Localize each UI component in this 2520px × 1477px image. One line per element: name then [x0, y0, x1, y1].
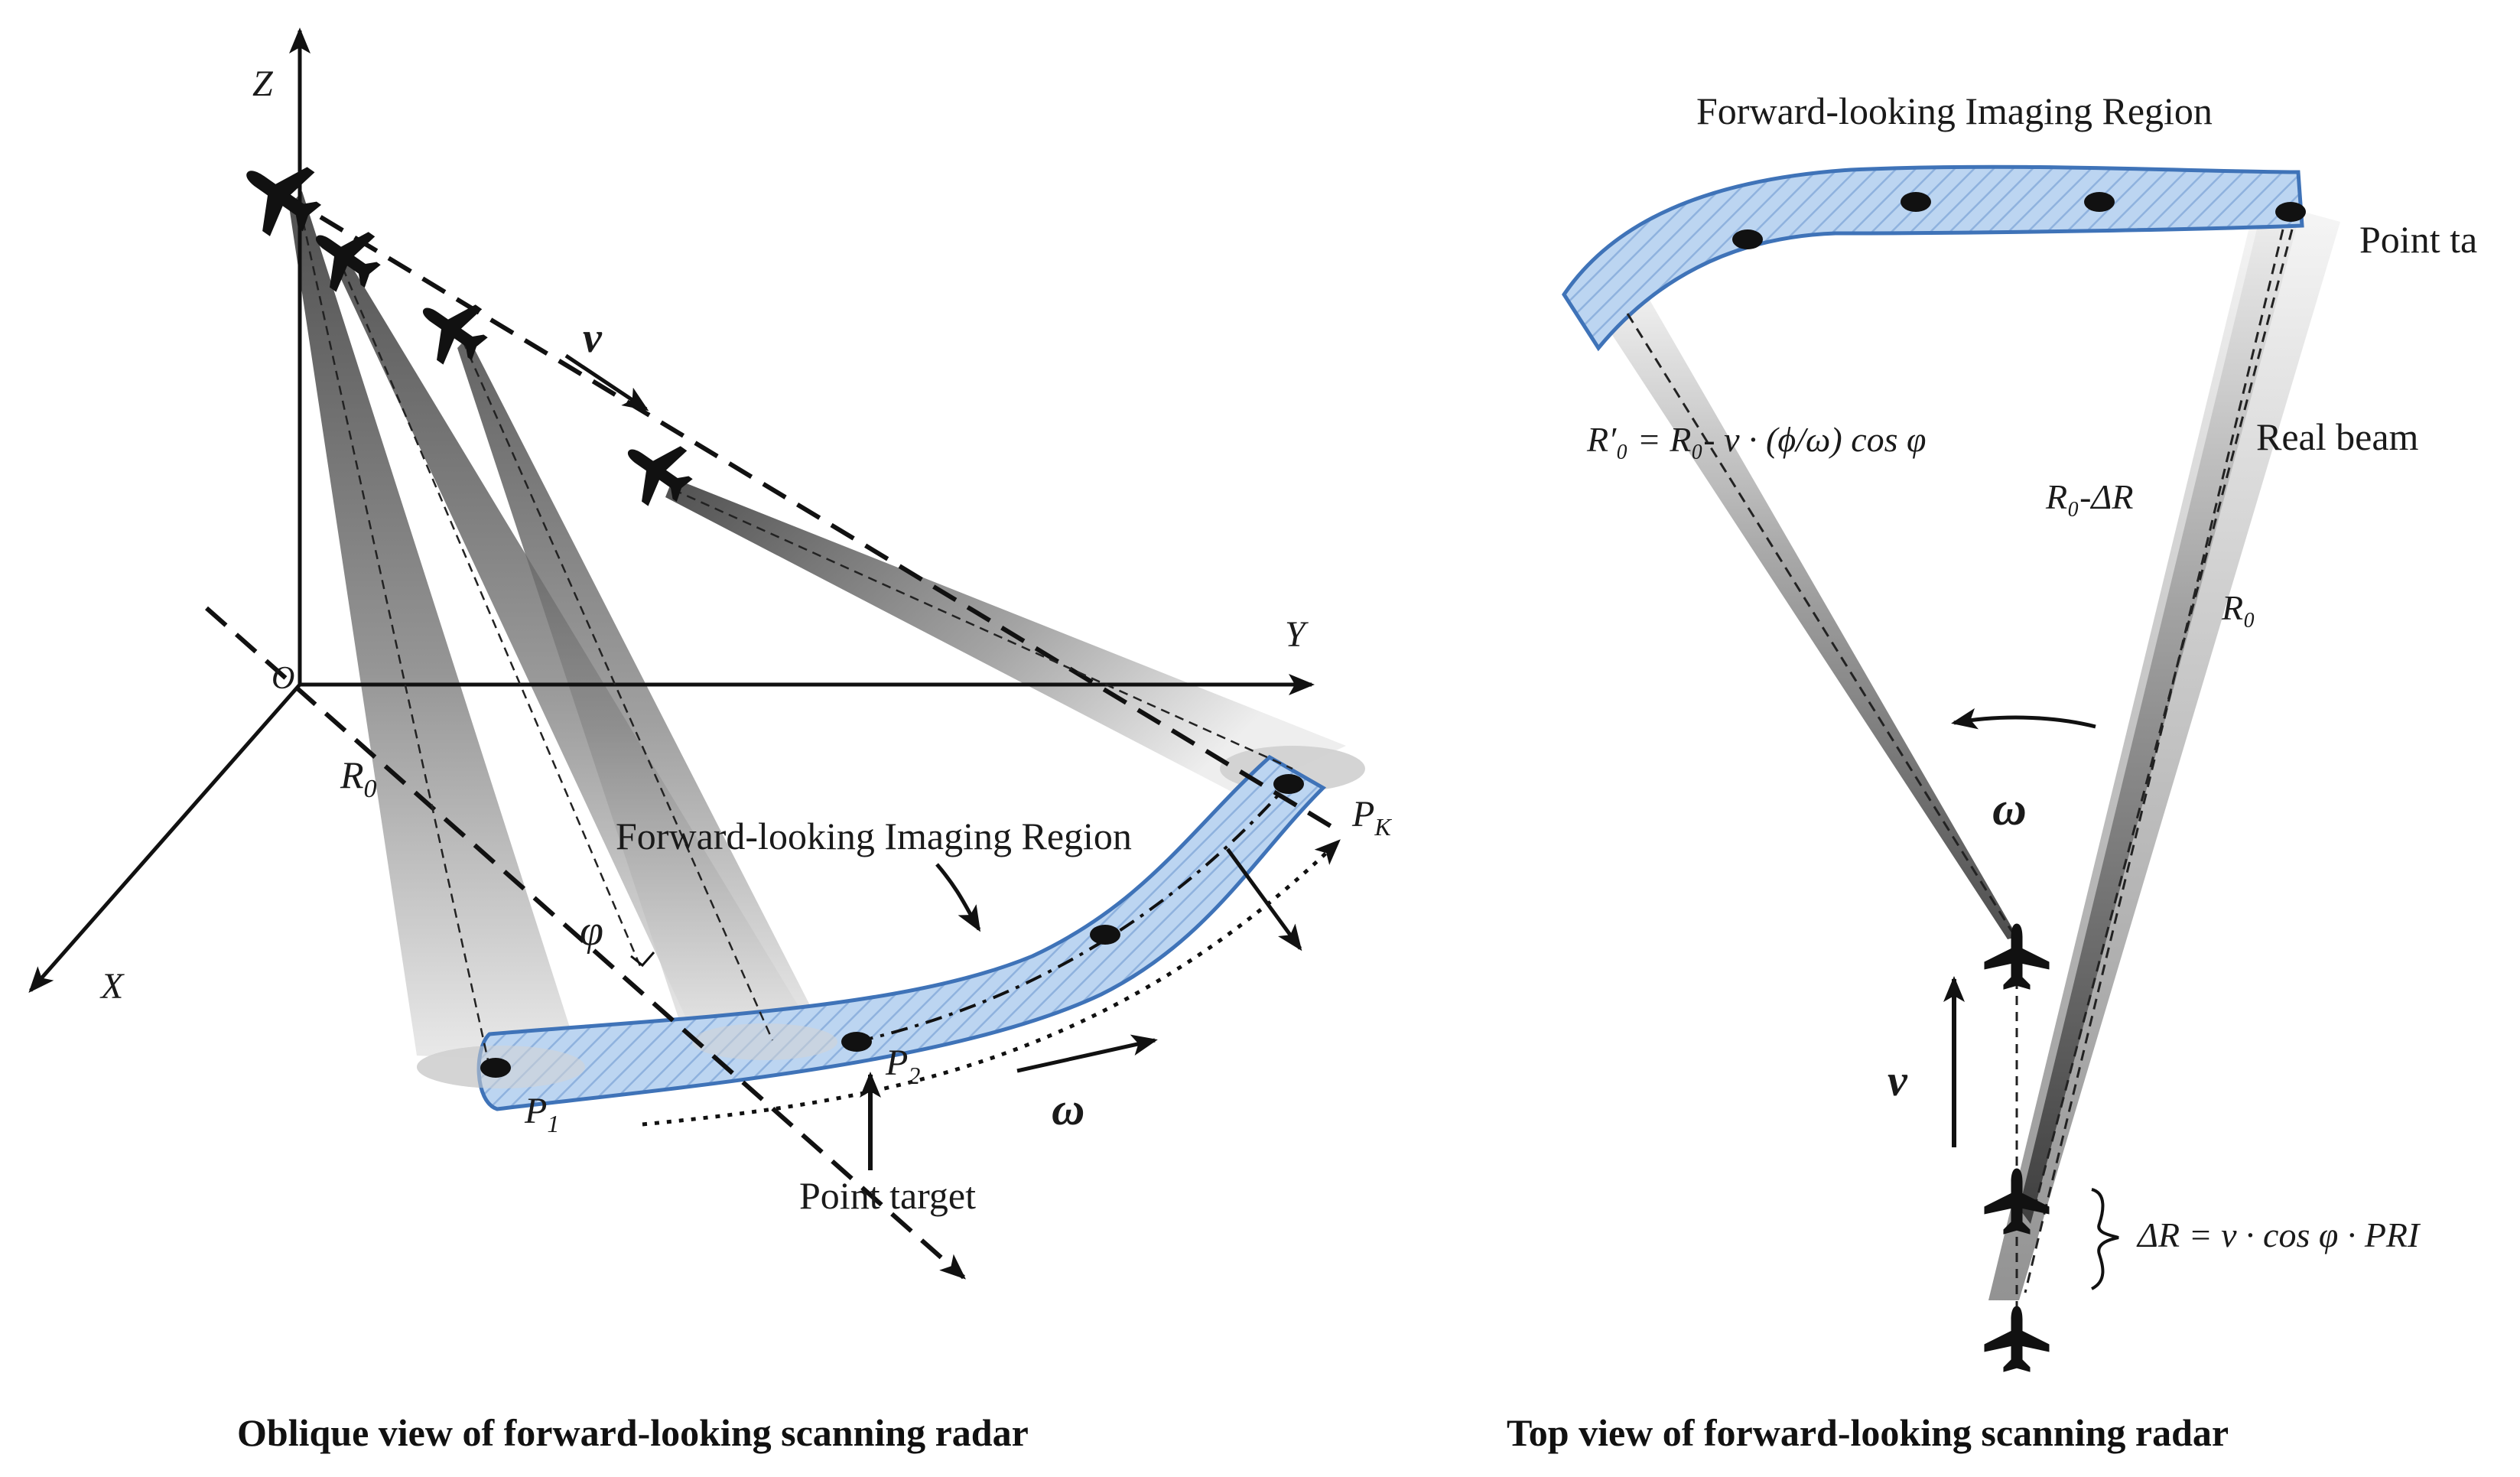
- oblique-caption: Oblique view of forward-looking scanning…: [237, 1411, 1029, 1454]
- flight-path: [251, 174, 1332, 828]
- target-point: [1732, 229, 1763, 249]
- omega-arrow: [1016, 1034, 1158, 1073]
- point-target-label: Point target: [799, 1174, 976, 1217]
- imaging-region-top: [1561, 164, 2304, 352]
- pk-label: PK: [1351, 794, 1392, 841]
- omega-label: ω: [1992, 783, 2027, 835]
- aircraft-icon: [404, 281, 499, 377]
- point-target-label-top: Point ta: [2359, 218, 2477, 261]
- omega-label: ω: [1052, 1084, 1084, 1134]
- angle-label: φ: [580, 907, 603, 955]
- flight-path-extension: [205, 606, 966, 1280]
- origin-label: O: [272, 661, 294, 696]
- target-point-pk: [1273, 774, 1304, 794]
- scan-arc: [642, 839, 1341, 1127]
- aircraft-icon: [224, 140, 335, 250]
- target-point-p1: [480, 1058, 511, 1078]
- top-caption: Top view of forward-looking scanning rad…: [1507, 1411, 2229, 1454]
- oblique-view-panel: Z Y X O v R0 φ Forward-looking Imaging R…: [28, 28, 1392, 1454]
- delta-r-equation: ΔR = v · cos φ · PRI: [2136, 1215, 2421, 1254]
- target-point: [1901, 192, 1931, 212]
- omega-arrow: [1951, 708, 2096, 730]
- target-point-p2: [841, 1032, 872, 1052]
- aircraft-icon: [1984, 1306, 2050, 1372]
- target-point: [2084, 192, 2115, 212]
- p2-label: P2: [885, 1043, 920, 1089]
- top-view-panel: Forward-looking Imaging Region Point ta …: [1507, 89, 2477, 1454]
- x-axis: [28, 683, 301, 994]
- velocity-label: v: [1888, 1056, 1908, 1105]
- range-label: R0: [340, 753, 377, 803]
- r0-prime-equation: R′₀ = R₀- v · (ϕ/ω) cos φ: [1586, 420, 1927, 459]
- y-axis-label: Y: [1285, 614, 1309, 655]
- aircraft-icon: [1984, 923, 2050, 990]
- p1-label: P1: [524, 1091, 559, 1137]
- r0-minus-dr-label: R₀-ΔR: [2045, 477, 2134, 516]
- beam-1: [289, 191, 581, 1063]
- region-label-top: Forward-looking Imaging Region: [1696, 89, 2213, 132]
- velocity-arrow: [564, 353, 649, 412]
- r0-label: R₀: [2221, 588, 2255, 627]
- real-beam-label: Real beam: [2256, 415, 2419, 458]
- region-label-oblique: Forward-looking Imaging Region: [616, 815, 1132, 857]
- beam-4: [665, 478, 1346, 795]
- target-point: [2275, 202, 2306, 222]
- x-axis-label: X: [99, 966, 125, 1007]
- delta-r-brace: [2090, 1188, 2119, 1290]
- velocity-label: v: [583, 314, 603, 362]
- left-beam: [1591, 291, 2018, 939]
- z-axis-label: Z: [252, 63, 274, 104]
- imaging-region-oblique: [476, 754, 1327, 1111]
- target-point: [1090, 925, 1120, 945]
- beam-3: [457, 337, 830, 1048]
